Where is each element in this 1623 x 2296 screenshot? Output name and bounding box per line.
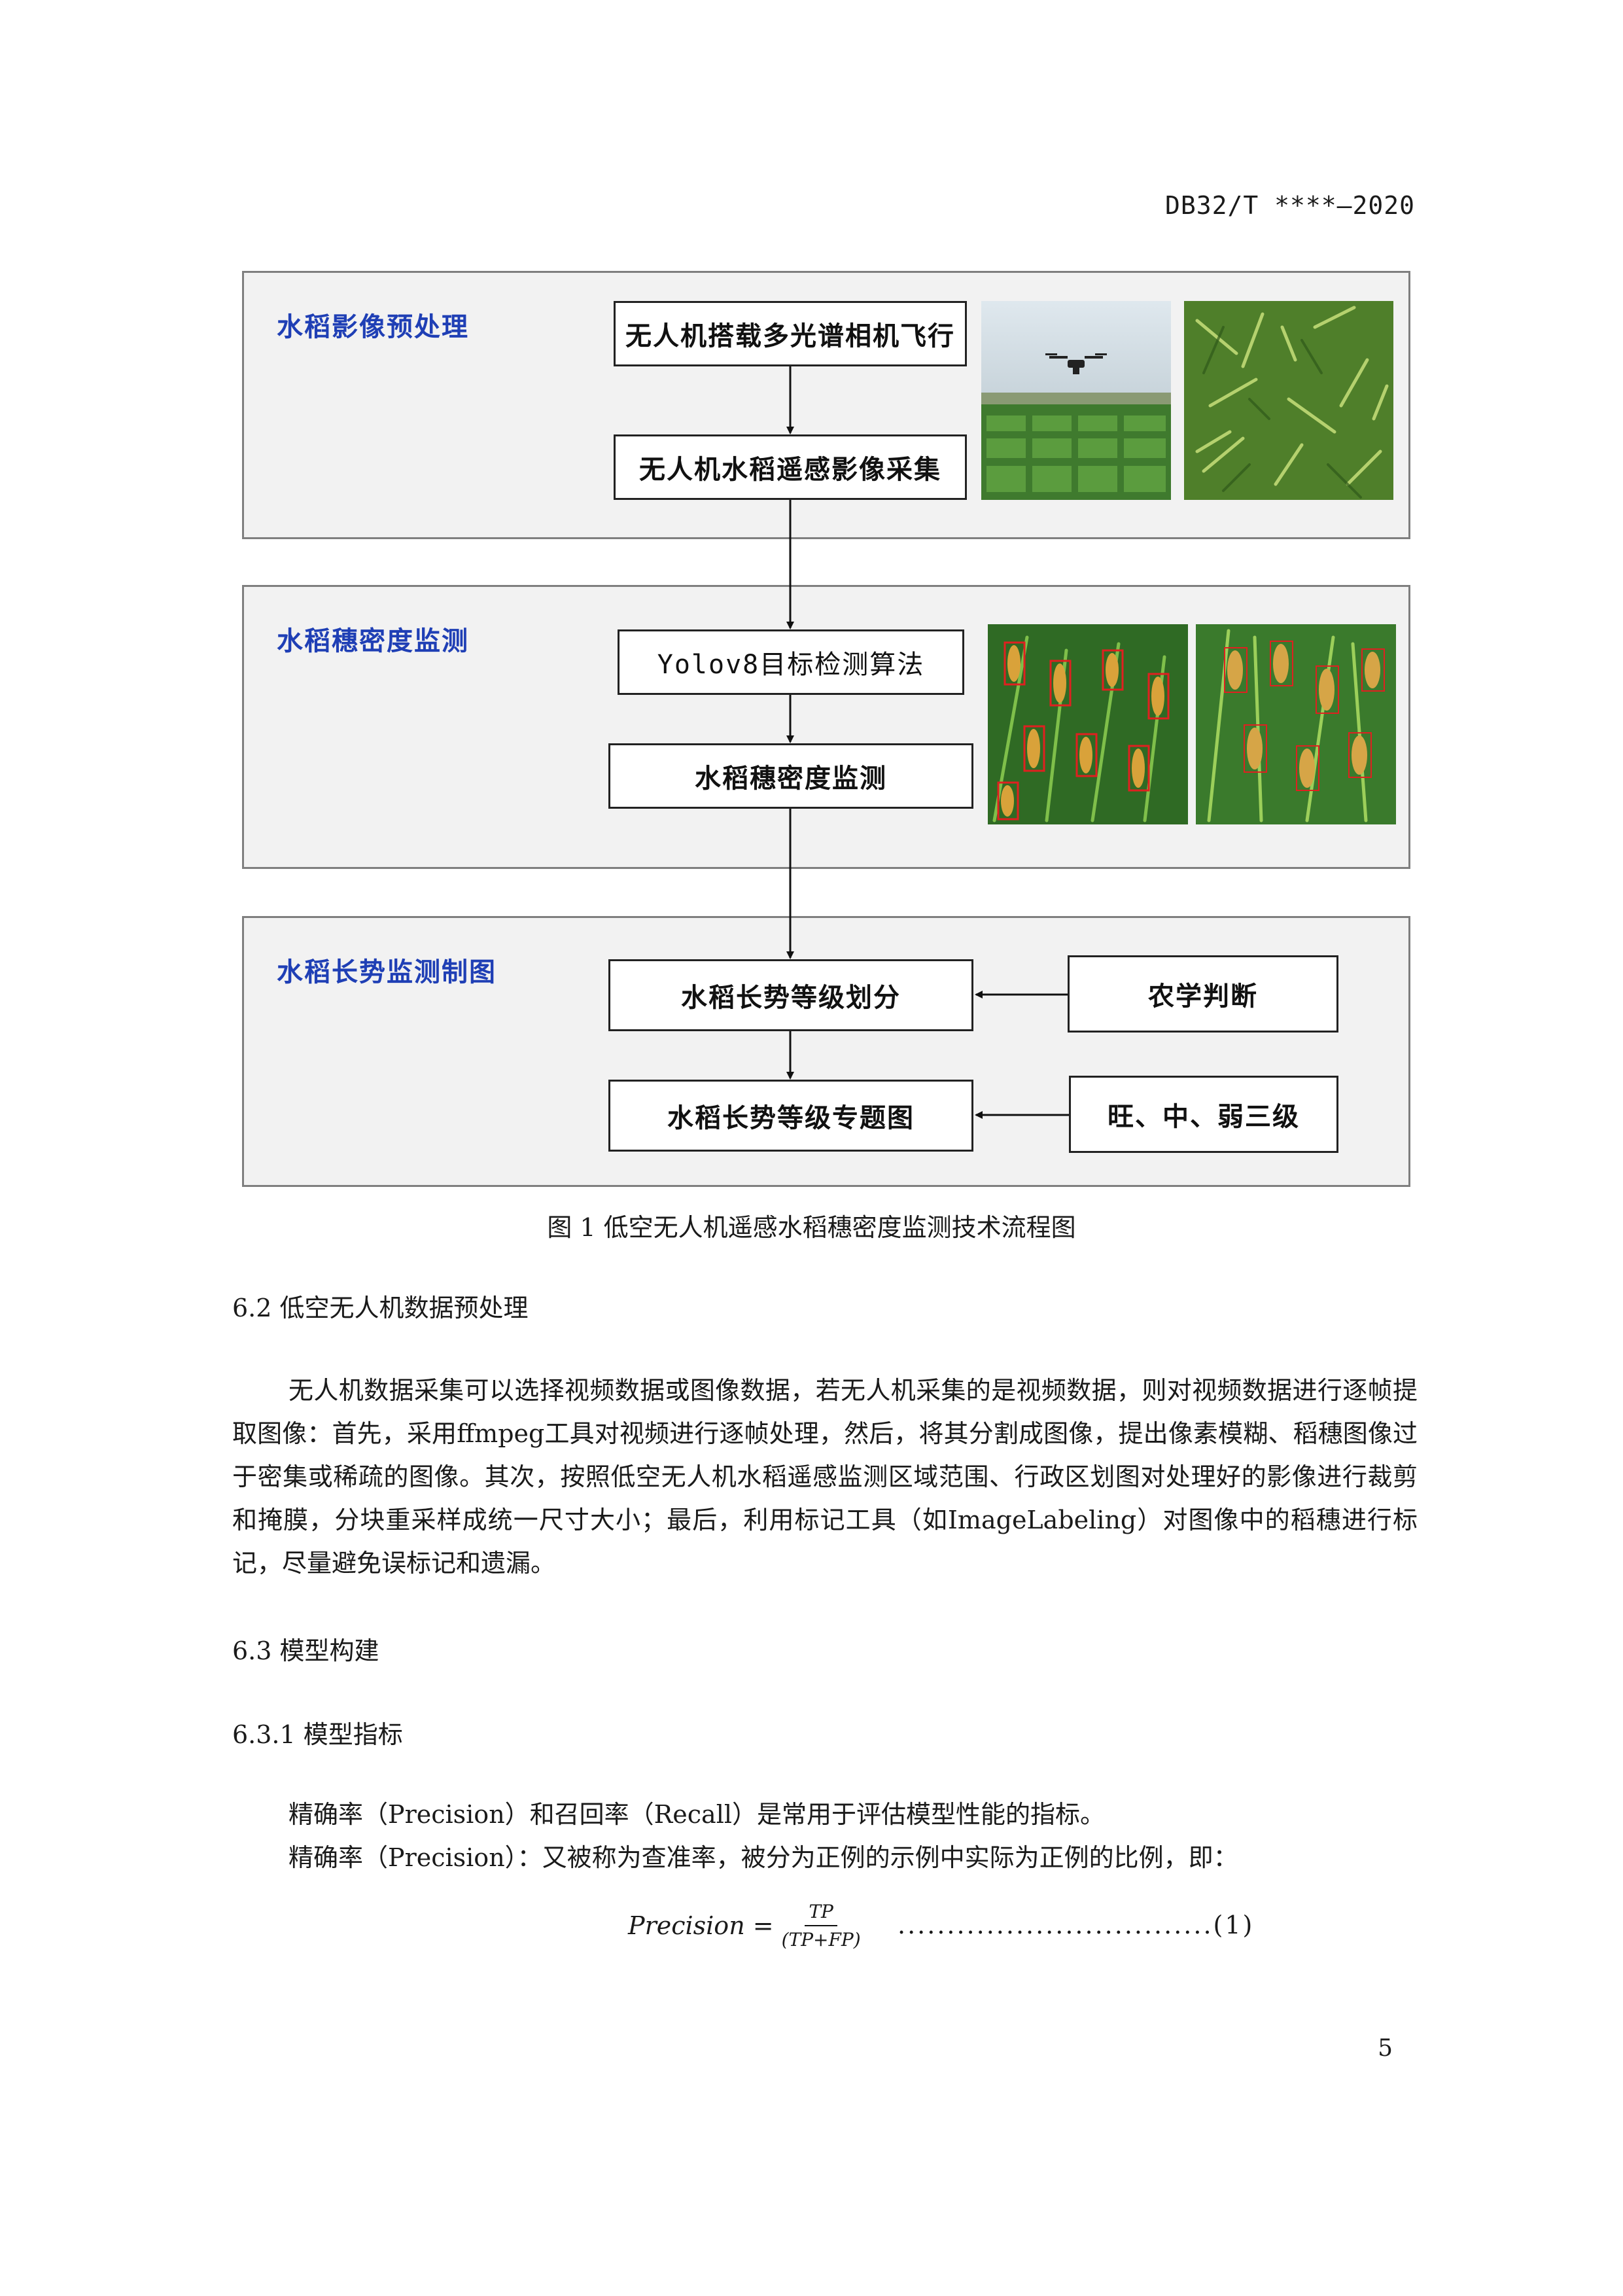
paragraph-text: 无人机数据采集可以选择视频数据或图像数据，若无人机采集的是视频数据，则对视频数据… <box>232 1369 1418 1585</box>
formula-label: (1) <box>1213 1911 1255 1939</box>
precision-formula: Precision = TP (TP+FP) <box>628 1901 861 1951</box>
formula-fraction: TP (TP+FP) <box>782 1901 861 1951</box>
section-heading-6-3-1: 6.3.1 模型指标 <box>232 1714 403 1750</box>
paragraph-metrics-1: 精确率（Precision）和召回率（Recall）是常用于评估模型性能的指标。 <box>288 1793 1418 1836</box>
formula-numerator: TP <box>805 1901 837 1926</box>
section-heading-6-3: 6.3 模型构建 <box>232 1631 379 1667</box>
formula-lhs: Precision = <box>628 1911 774 1940</box>
page-number: 5 <box>1378 2035 1393 2062</box>
figure-caption: 图 1 低空无人机遥感水稻穗密度监测技术流程图 <box>0 1207 1623 1243</box>
paragraph-text: 精确率（Precision）：又被称为查准率，被分为正例的示例中实际为正例的比例… <box>288 1836 1418 1879</box>
standard-code: DB32/T ****—2020 <box>1165 191 1415 220</box>
paragraph-text: 精确率（Precision）和召回率（Recall）是常用于评估模型性能的指标。 <box>288 1793 1418 1836</box>
formula-number: ................................(1) <box>898 1911 1254 1939</box>
formula-denominator: (TP+FP) <box>782 1926 861 1951</box>
flowchart-figure: 水稻影像预处理 无人机搭载多光谱相机飞行 无人机水稻遥感影像采集 <box>242 271 1413 1207</box>
formula-leader: ................................ <box>898 1911 1213 1939</box>
flow-connectors <box>242 271 1413 1207</box>
paragraph-6-2: 无人机数据采集可以选择视频数据或图像数据，若无人机采集的是视频数据，则对视频数据… <box>232 1369 1418 1585</box>
section-heading-6-2: 6.2 低空无人机数据预处理 <box>232 1288 529 1324</box>
paragraph-metrics-2: 精确率（Precision）：又被称为查准率，被分为正例的示例中实际为正例的比例… <box>288 1836 1418 1879</box>
